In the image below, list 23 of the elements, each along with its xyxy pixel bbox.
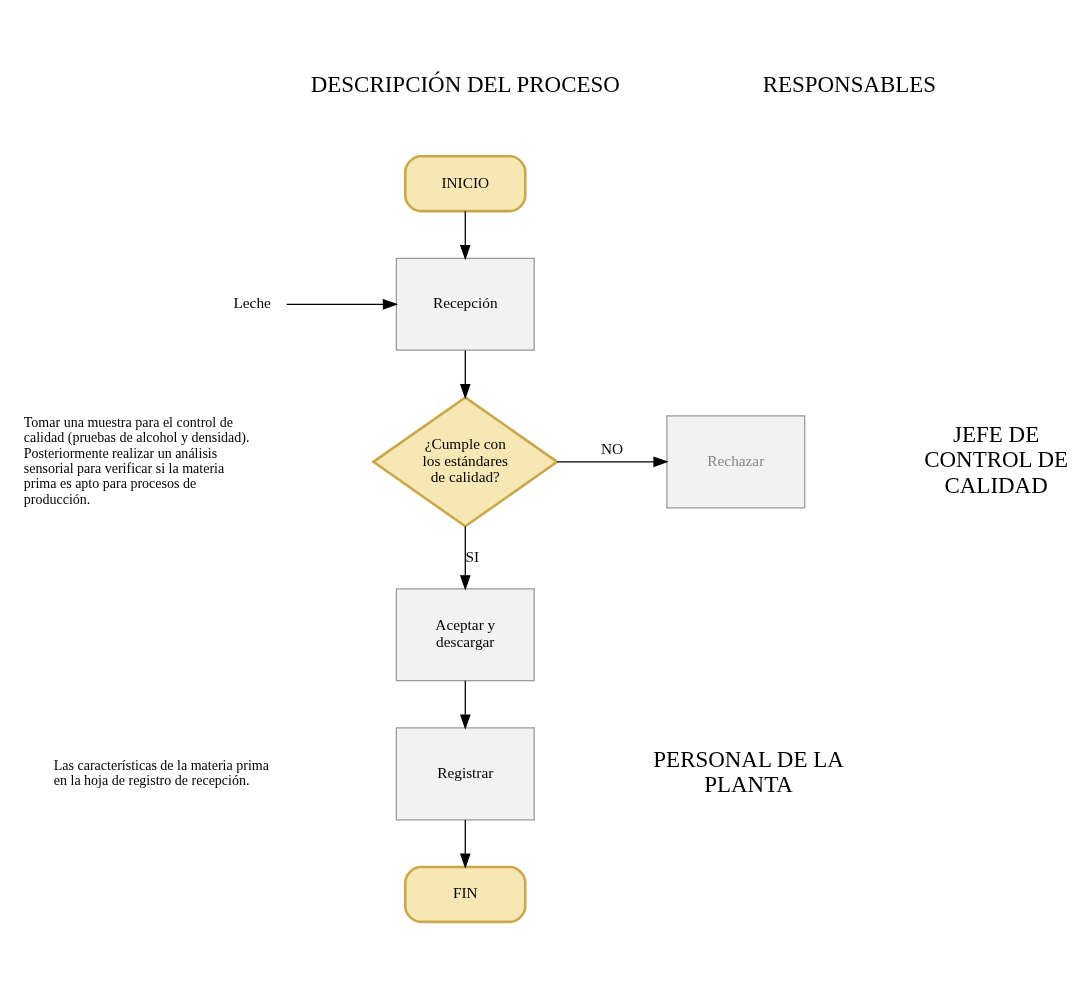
- arrow: [459, 819, 471, 869]
- edge-label: SI: [465, 547, 480, 565]
- label: RESPONSABLES: [762, 71, 937, 97]
- node-box: Rechazar: [666, 415, 806, 509]
- label: Tomar una muestra para el control de calidad (pruebas de alcohol y densidad). Posteriormente realizar un análisis sensorial para verificar si la materia prima es apto para procesos de producción.: [23, 414, 250, 507]
- label: Las características de la materia prima en la hoja de registro de recepción.: [53, 756, 269, 789]
- node-box: Aceptar y descargar: [395, 588, 535, 682]
- node-box: FIN: [404, 865, 527, 924]
- label: JEFE DE CONTROL DE CALIDAD: [924, 421, 1069, 499]
- node-diamond: ¿Cumple con los estándares de calidad?: [371, 395, 560, 528]
- edge-label: NO: [600, 439, 624, 457]
- arrow: [459, 210, 471, 261]
- label: PERSONAL DE LA PLANTA: [653, 746, 844, 798]
- arrow: [556, 456, 669, 468]
- arrow: [459, 525, 471, 591]
- node-box: Registrar: [395, 727, 535, 821]
- node-box: INICIO: [404, 155, 527, 213]
- arrow: [459, 349, 471, 400]
- arrow: [286, 298, 399, 310]
- node-text: Leche: [233, 294, 271, 312]
- label: DESCRIPCIÓN DEL PROCESO: [310, 71, 620, 97]
- arrow: [459, 680, 471, 730]
- node-box: Recepción: [395, 257, 535, 351]
